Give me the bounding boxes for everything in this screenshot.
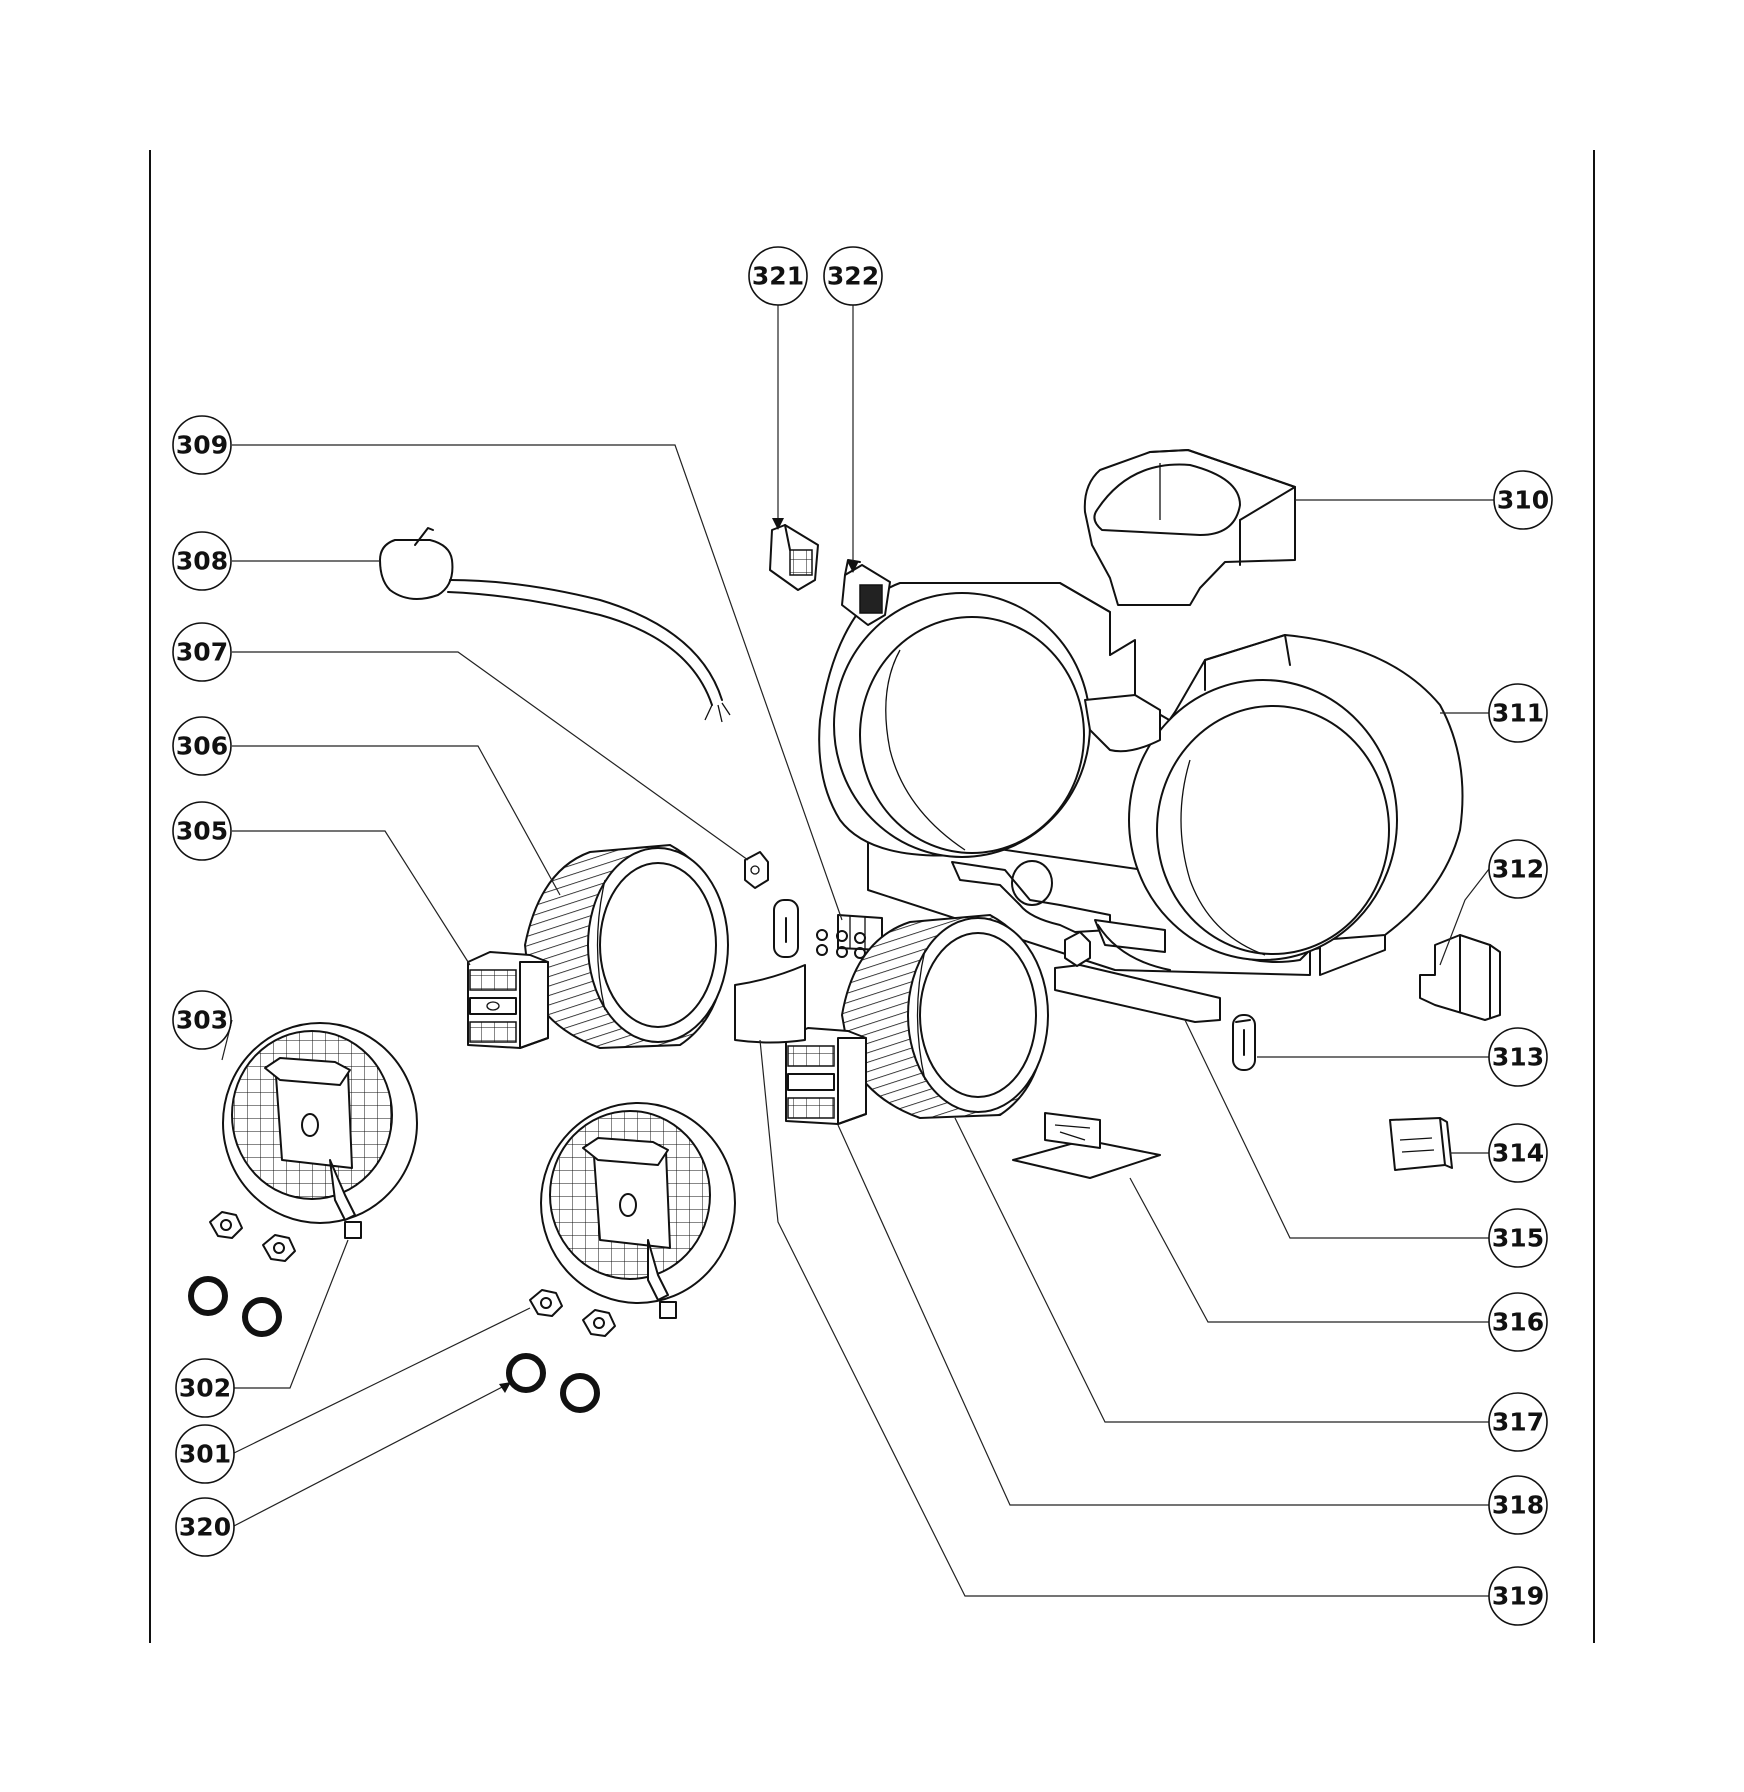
part-303-motor-disc-left <box>222 1022 418 1239</box>
callout-312: 312 <box>1488 839 1548 899</box>
callout-309-label: 309 <box>176 431 228 460</box>
leader-305 <box>232 830 471 966</box>
callout-302: 302 <box>175 1358 235 1418</box>
callout-309: 309 <box>172 415 232 475</box>
callout-322-label: 322 <box>827 262 879 291</box>
callout-312-label: 312 <box>1492 855 1544 884</box>
part-313-grommet <box>1232 1014 1256 1071</box>
part-306-fan-wheel-left <box>523 843 729 1050</box>
part-309-terminal-block <box>816 914 883 959</box>
leader-302 <box>232 1239 349 1389</box>
part-311-housing <box>818 582 1464 976</box>
arrow-322 <box>847 561 859 573</box>
leader-307 <box>232 651 749 861</box>
part-312-bracket <box>1419 934 1501 1021</box>
callout-319: 319 <box>1488 1566 1548 1626</box>
part-314-plate <box>1389 1117 1453 1171</box>
part-313b-grommet <box>773 899 799 958</box>
callout-306-label: 306 <box>176 732 228 761</box>
part-317-fan-wheel-center <box>840 913 1049 1120</box>
callout-305-label: 305 <box>176 817 228 846</box>
leader-306 <box>232 745 561 896</box>
callout-320-label: 320 <box>179 1513 231 1542</box>
part-307-nut <box>744 851 769 889</box>
callout-313-label: 313 <box>1492 1043 1544 1072</box>
callout-314-label: 314 <box>1492 1139 1544 1168</box>
callout-316-label: 316 <box>1492 1308 1544 1337</box>
callout-310: 310 <box>1493 470 1553 530</box>
leader-lines <box>221 305 1494 1597</box>
leader-301 <box>231 1307 531 1455</box>
part-320-washers <box>188 1276 600 1413</box>
callout-322: 322 <box>823 246 883 306</box>
leader-317 <box>954 1117 1489 1423</box>
leader-320 <box>231 1383 509 1528</box>
leader-315 <box>1184 1019 1489 1239</box>
callout-318: 318 <box>1488 1475 1548 1535</box>
part-nut-center <box>1064 931 1091 967</box>
callout-306: 306 <box>172 716 232 776</box>
arrow-321 <box>772 518 784 530</box>
part-318-motor-center <box>785 1027 867 1125</box>
callout-302-label: 302 <box>179 1374 231 1403</box>
callout-305: 305 <box>172 801 232 861</box>
part-316-filter-tray <box>1012 1112 1161 1179</box>
part-308-power-cord <box>379 527 731 723</box>
leader-312 <box>1439 868 1490 966</box>
callout-308-label: 308 <box>176 547 228 576</box>
part-motor-disc-center <box>540 1102 736 1319</box>
callout-315-label: 315 <box>1492 1224 1544 1253</box>
part-305-motor-left <box>467 951 549 1049</box>
callout-310-label: 310 <box>1497 486 1549 515</box>
callout-311: 311 <box>1488 683 1548 743</box>
callout-321: 321 <box>748 246 808 306</box>
callout-319-label: 319 <box>1492 1582 1544 1611</box>
callout-321-label: 321 <box>752 262 804 291</box>
part-322-connector <box>841 559 891 626</box>
callout-317: 317 <box>1488 1392 1548 1452</box>
callout-315: 315 <box>1488 1208 1548 1268</box>
arrow-320 <box>499 1382 511 1393</box>
callout-316: 316 <box>1488 1292 1548 1352</box>
callout-308: 308 <box>172 531 232 591</box>
leader-319 <box>759 1039 1489 1597</box>
leader-318 <box>837 1124 1489 1506</box>
part-301-nuts <box>209 1211 616 1337</box>
callout-313: 313 <box>1488 1027 1548 1087</box>
part-319-shroud <box>734 964 806 1044</box>
callout-307: 307 <box>172 622 232 682</box>
part-315-strip <box>1054 964 1221 1023</box>
callout-320: 320 <box>175 1497 235 1557</box>
callout-307-label: 307 <box>176 638 228 667</box>
callout-303-label: 303 <box>176 1006 228 1035</box>
part-321-connector <box>769 524 819 591</box>
leader-316 <box>1129 1177 1489 1323</box>
callout-317-label: 317 <box>1492 1408 1544 1437</box>
callout-301-label: 301 <box>179 1440 231 1469</box>
callout-303: 303 <box>172 990 232 1050</box>
callout-314: 314 <box>1488 1123 1548 1183</box>
leader-309 <box>232 444 843 921</box>
callout-301: 301 <box>175 1424 235 1484</box>
part-310-hopper <box>1083 449 1296 606</box>
callout-318-label: 318 <box>1492 1491 1544 1520</box>
callout-311-label: 311 <box>1492 699 1544 728</box>
